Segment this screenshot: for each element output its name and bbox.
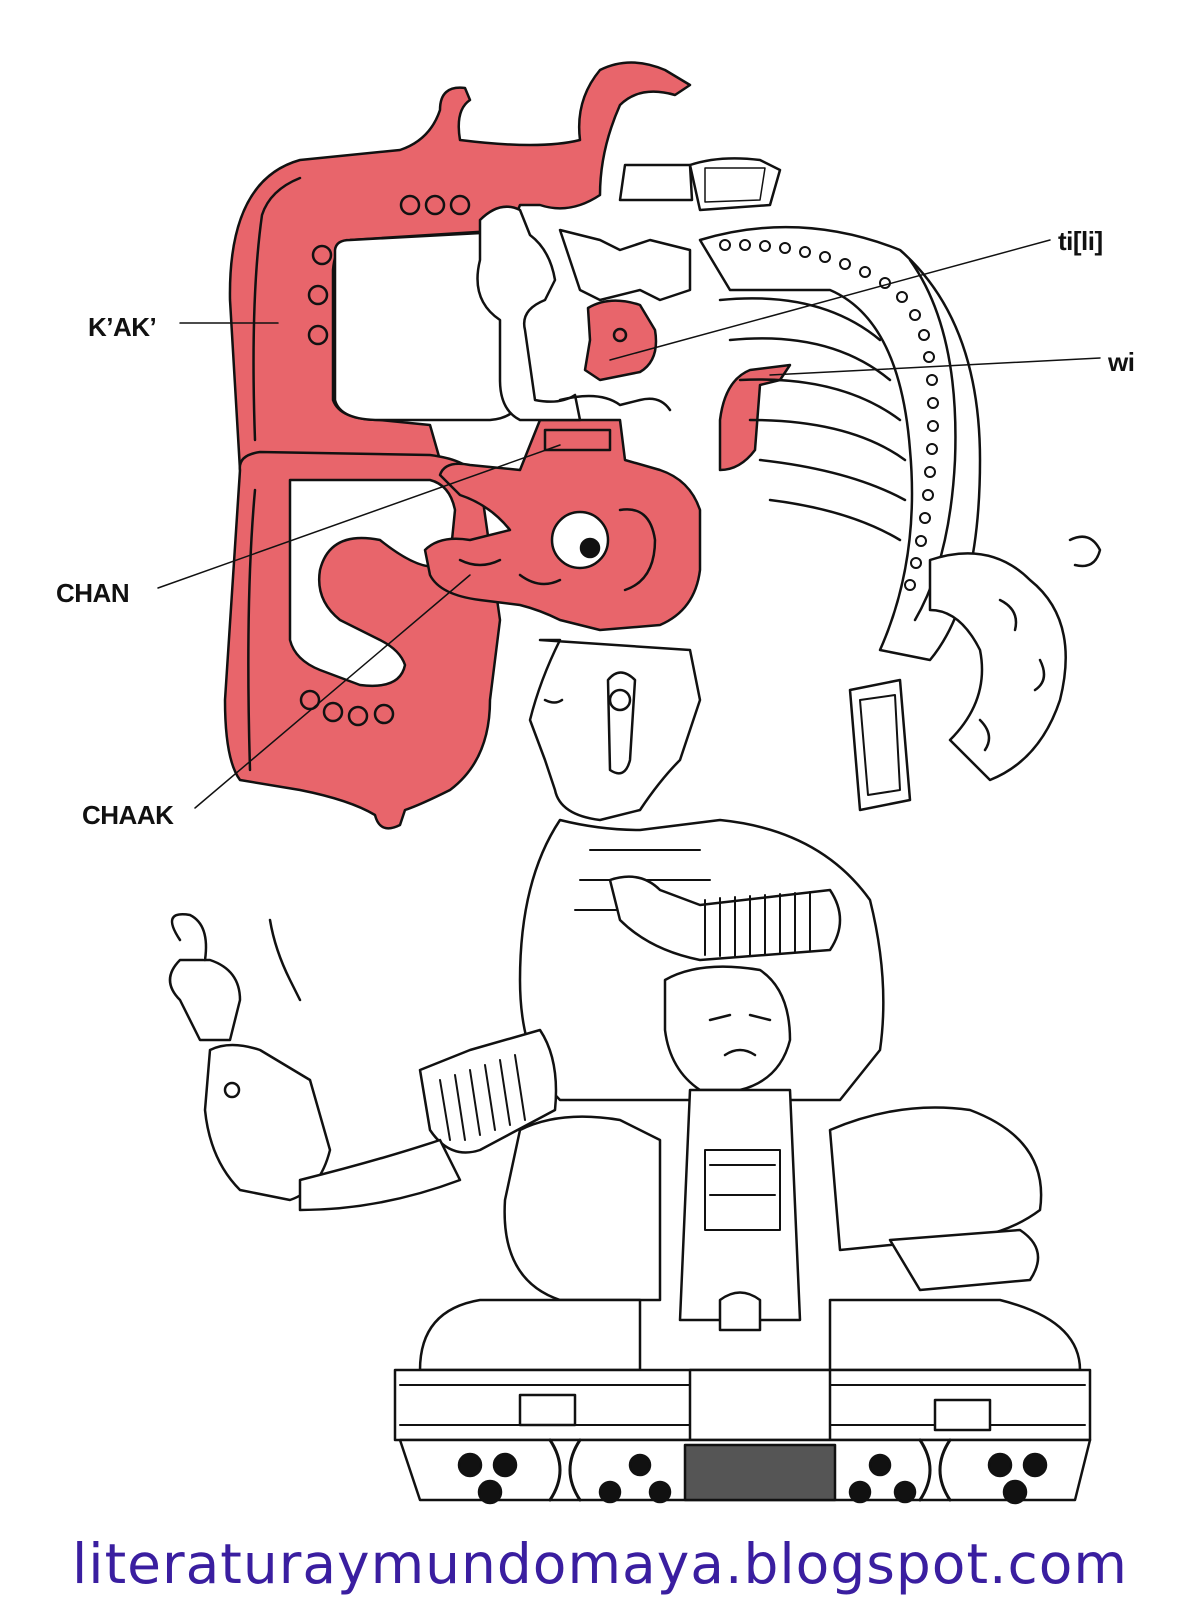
serpent-head-red <box>423 299 792 632</box>
label-kak: K’AK’ <box>88 312 157 342</box>
throne-bench <box>393 1368 1092 1505</box>
leader-lines <box>157 239 1101 809</box>
seated-figure <box>168 535 1102 1372</box>
label-wi: wi <box>1108 347 1135 377</box>
headdress-line-work <box>476 157 982 662</box>
blog-url-footer: literaturaymundomaya.blogspot.com <box>72 1532 1128 1596</box>
label-chaak: CHAAK <box>82 800 174 830</box>
label-tili: ti[li] <box>1058 226 1103 256</box>
label-chan: CHAN <box>56 578 130 608</box>
